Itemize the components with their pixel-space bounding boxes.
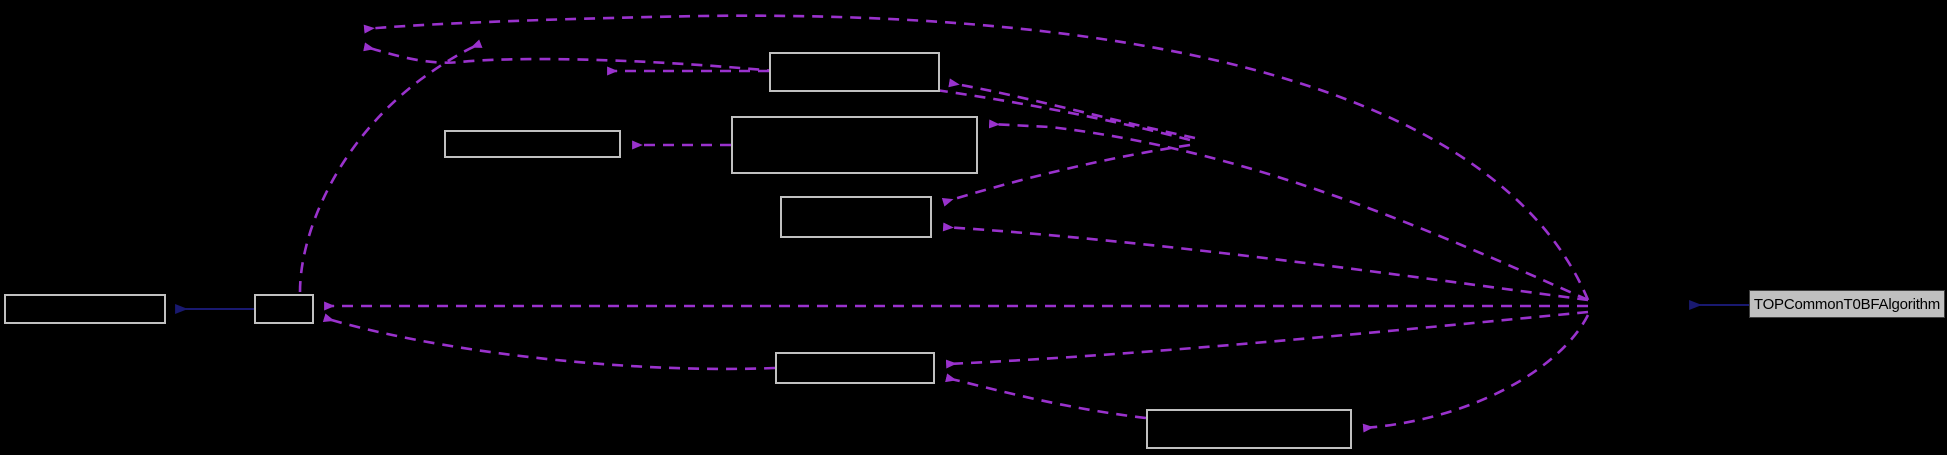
node-box-topcommont0bfalgorithm[interactable]: TOPCommonT0BFAlgorithm — [1749, 290, 1945, 318]
edge-hub-n5-bottom — [942, 222, 1589, 302]
node-box-6[interactable] — [775, 352, 935, 384]
node-box-2[interactable] — [444, 130, 621, 158]
edge-hub-n4 — [988, 119, 1589, 302]
edge-group-dashed — [298, 14, 1590, 433]
node-box-5[interactable] — [780, 196, 932, 238]
edge-n7-n6 — [945, 373, 1147, 420]
node-box-0[interactable] — [4, 294, 166, 324]
edge-hub-topleft-2 — [363, 42, 1191, 142]
edge-hub-n3 — [948, 78, 1196, 140]
node-box-7[interactable] — [1146, 409, 1352, 449]
node-box-1[interactable] — [254, 294, 314, 324]
edge-hub-n6-top — [945, 310, 1589, 369]
edge-n2-upleft — [298, 39, 483, 293]
node-box-3[interactable] — [769, 52, 940, 92]
node-label-topcommont0bfalgorithm: TOPCommonT0BFAlgorithm — [1753, 295, 1941, 313]
edge-group-solid — [175, 300, 1749, 314]
edge-hub-topleft-1 — [363, 14, 1590, 301]
edge-hub-n5-top — [941, 143, 1191, 207]
edge-n6-n1 — [322, 313, 776, 371]
node-box-4[interactable] — [731, 116, 978, 174]
edge-hub-n7 — [1362, 314, 1590, 433]
